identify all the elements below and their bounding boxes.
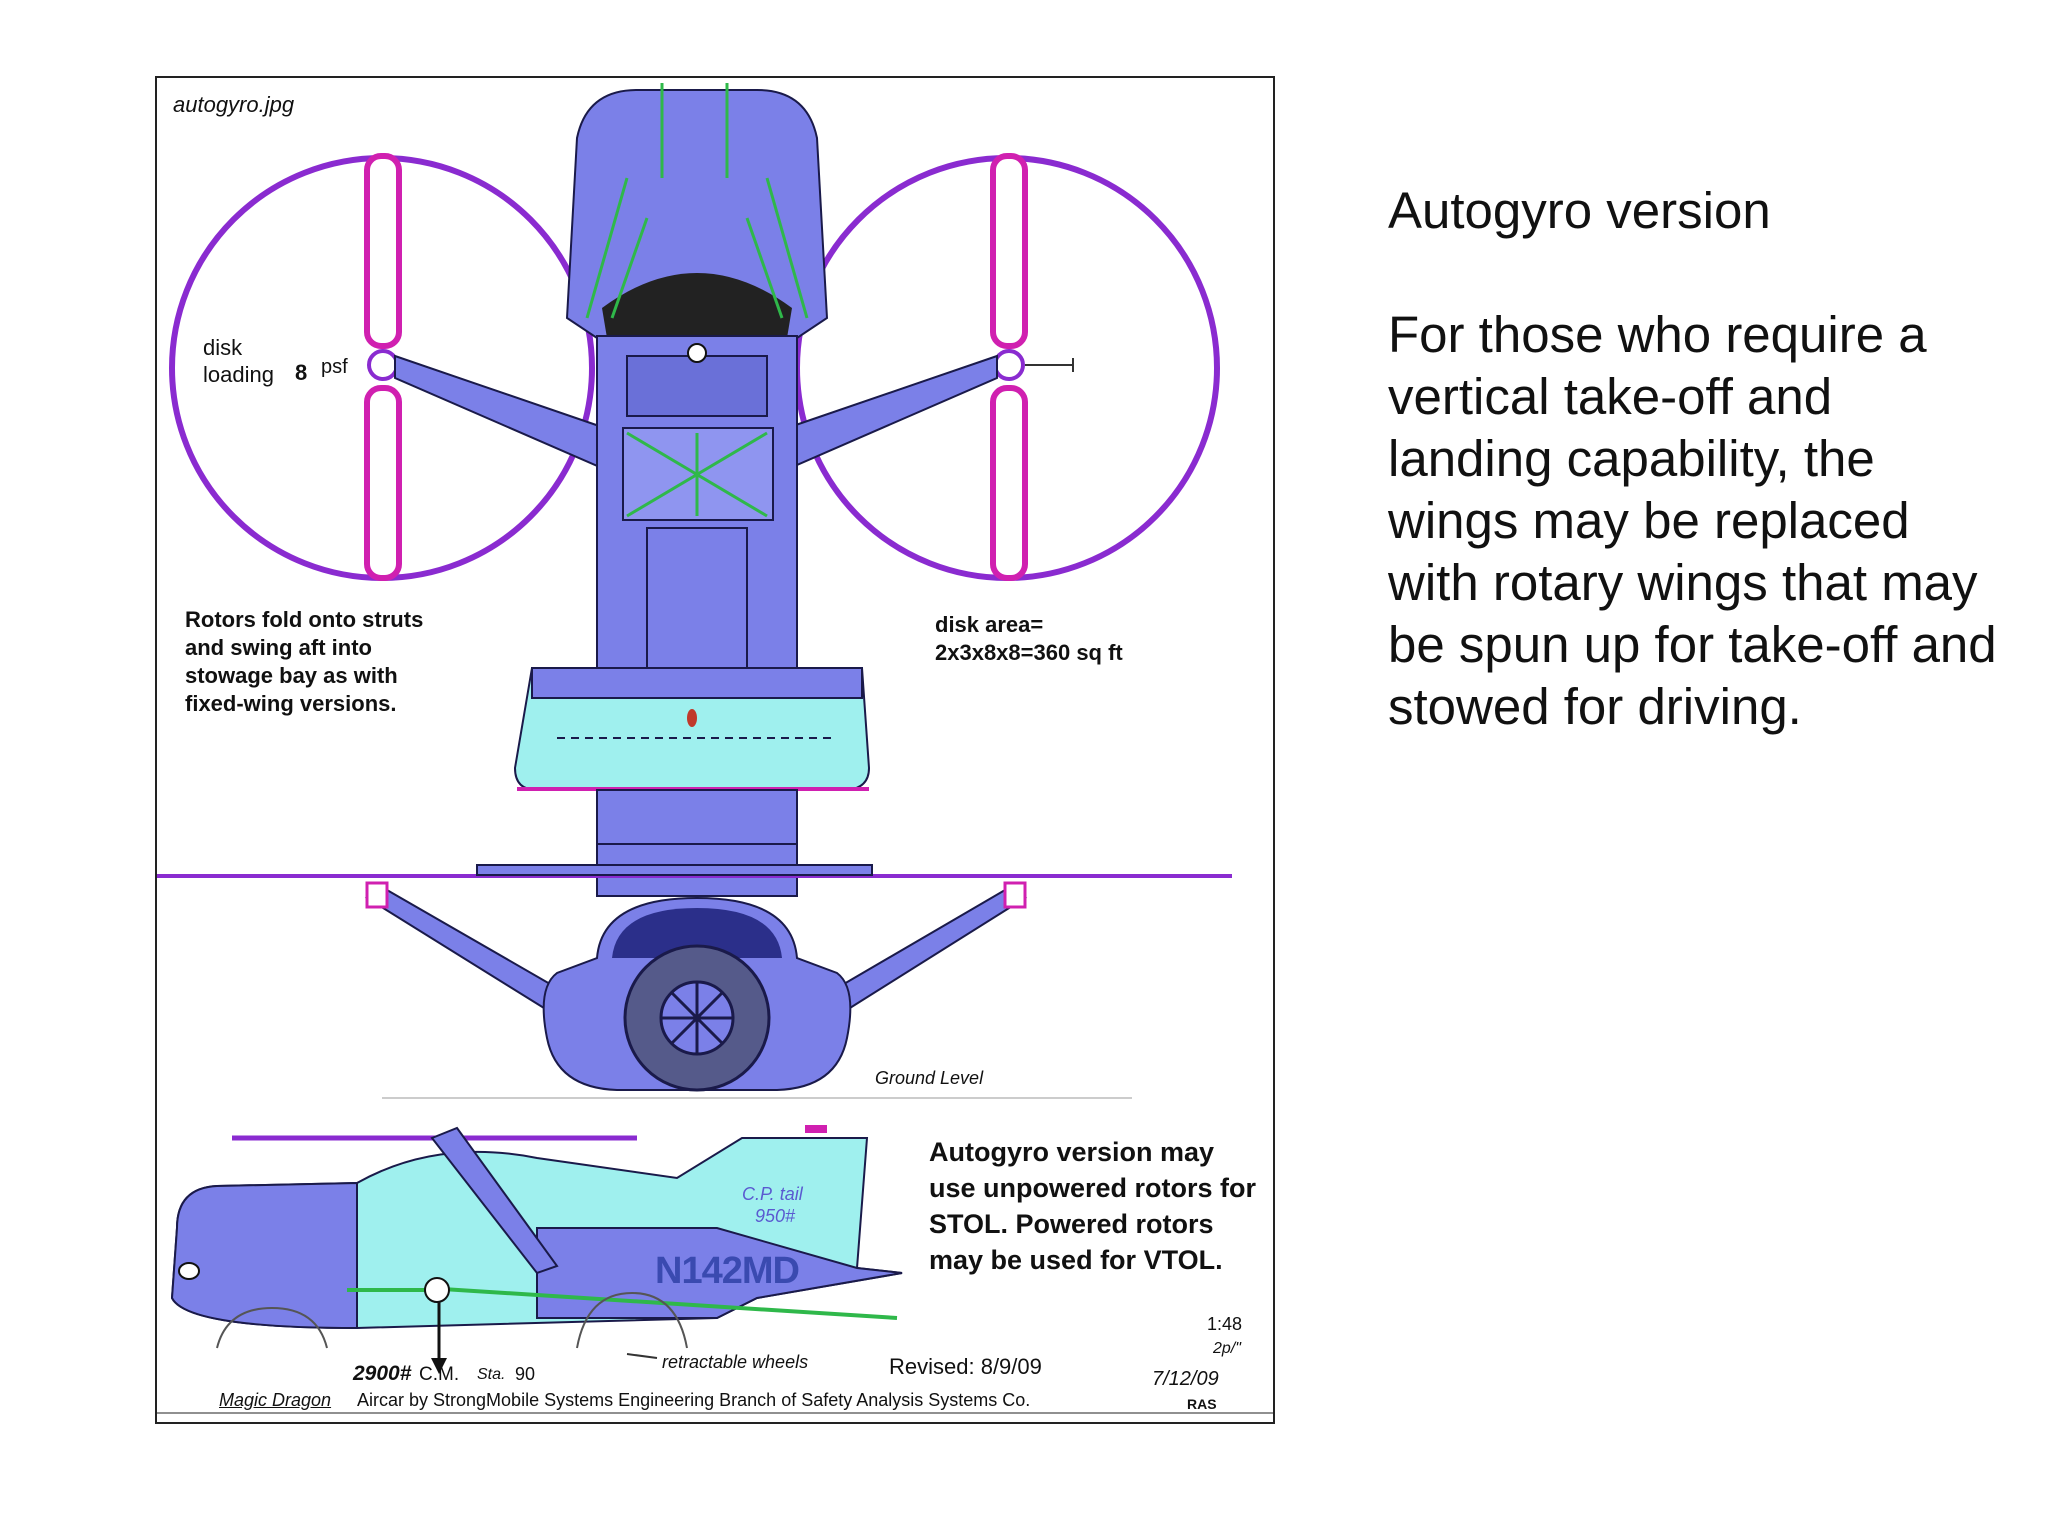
- drawing-date: 7/12/09: [1152, 1368, 1219, 1390]
- scale-sub-label: 2p/": [1213, 1340, 1241, 1357]
- left-rotor-hub: [367, 349, 399, 381]
- left-rotor-blade-bottom: [364, 385, 402, 581]
- left-rotor-blade-top: [364, 153, 402, 349]
- slide-title: Autogyro version: [1388, 182, 1771, 239]
- front-left-strut: [364, 888, 559, 1015]
- slide-body: For those who require a vertical take-of…: [1388, 306, 1997, 735]
- disk-loading-value: 8: [295, 360, 308, 385]
- autogyro-diagram: autogyro.jpg disk loading 8 psf Rotors f…: [155, 76, 1275, 1424]
- nose-green-lines: [585, 83, 809, 319]
- drawer-initials: RAS: [1187, 1396, 1217, 1412]
- sta-value: 90: [515, 1364, 536, 1384]
- right-rotor-blade-bottom: [990, 385, 1028, 581]
- figure-filename: autogyro.jpg: [173, 92, 295, 117]
- right-rotor-blade-top: [990, 153, 1028, 349]
- retractable-wheels-label: retractable wheels: [662, 1352, 809, 1372]
- registration-number: N142MD: [655, 1250, 800, 1292]
- fuselage-nose-top: [565, 89, 829, 339]
- cp-tail-value: 950#: [755, 1206, 796, 1226]
- right-rotor-strut: [785, 354, 998, 470]
- slide-text-panel: Autogyro version For those who require a…: [1388, 180, 2008, 738]
- cp-tail-label: C.P. tail: [742, 1184, 803, 1204]
- windshield-top: [602, 273, 792, 338]
- cm-label: C.M.: [419, 1364, 460, 1385]
- scale-label: 1:48: [1207, 1314, 1243, 1334]
- tail-boom-top: [596, 789, 798, 845]
- left-rotor-strut: [394, 354, 607, 470]
- revised-date: Revised: 8/9/09: [889, 1354, 1042, 1379]
- rotor-fold-note: Rotors fold onto struts and swing aft in…: [185, 607, 424, 716]
- product-name: Magic Dragon: [219, 1390, 332, 1410]
- sta-label: Sta.: [477, 1366, 506, 1383]
- right-rotor-hub: [993, 349, 1025, 381]
- diagram-drawing: [157, 83, 1273, 1414]
- disk-loading-label: disk loading: [203, 335, 274, 387]
- autogyro-note: Autogyro version may use unpowered rotor…: [929, 1137, 1257, 1275]
- disk-area-label: disk area=: [935, 612, 1044, 637]
- credit-line: Aircar by StrongMobile Systems Engineeri…: [357, 1390, 1031, 1410]
- disk-loading-unit: psf: [321, 356, 348, 378]
- side-view-nose: [170, 1181, 358, 1330]
- cm-weight: 2900#: [353, 1362, 412, 1385]
- side-rotor-strut: [430, 1126, 559, 1275]
- ground-level-label: Ground Level: [875, 1068, 984, 1088]
- front-right-strut: [835, 888, 1028, 1015]
- disk-area-value: 2x3x8x8=360 sq ft: [935, 640, 1123, 665]
